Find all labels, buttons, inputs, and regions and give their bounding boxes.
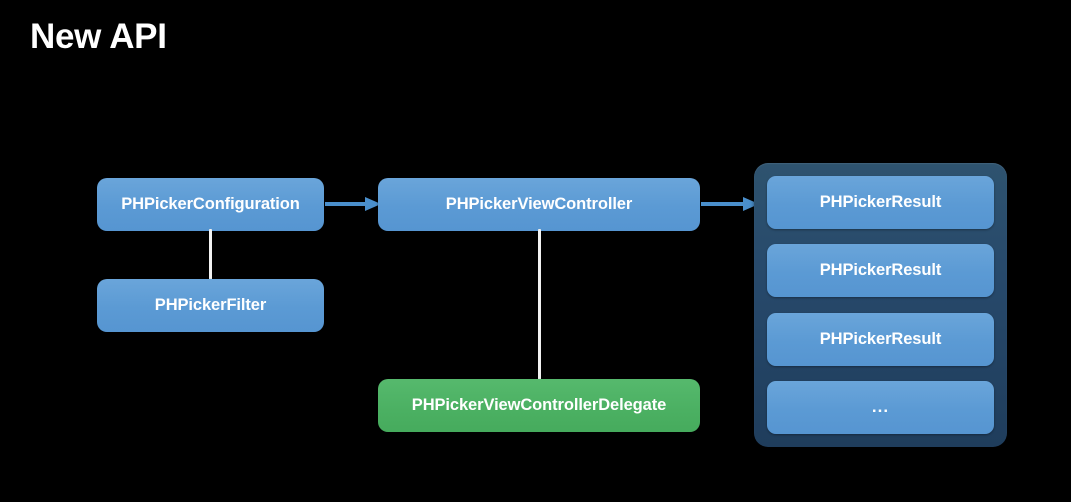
result-item[interactable]: PHPickerResult xyxy=(767,176,994,229)
result-item[interactable]: PHPickerResult xyxy=(767,312,994,366)
result-item[interactable]: PHPickerResult xyxy=(767,244,994,298)
arrow-configuration-to-viewcontroller xyxy=(325,197,381,211)
node-label: PHPickerViewControllerDelegate xyxy=(411,396,667,414)
node-phpickerviewcontroller[interactable]: PHPickerViewController xyxy=(378,178,700,231)
node-label: PHPickerFilter xyxy=(154,296,267,314)
node-phpickerviewcontrollerdelegate[interactable]: PHPickerViewControllerDelegate xyxy=(378,379,700,432)
node-label: PHPickerConfiguration xyxy=(121,195,300,213)
page-title: New API xyxy=(30,17,167,56)
result-item-ellipsis[interactable]: ... xyxy=(767,380,994,434)
node-label: PHPickerViewController xyxy=(445,195,633,213)
node-phpickerconfiguration[interactable]: PHPickerConfiguration xyxy=(97,178,324,231)
connector-viewcontroller-to-delegate xyxy=(538,229,541,381)
arrow-viewcontroller-to-results xyxy=(701,197,759,211)
node-phpickerfilter[interactable]: PHPickerFilter xyxy=(97,279,324,332)
connector-configuration-to-filter xyxy=(209,229,212,281)
results-container: PHPickerResult PHPickerResult PHPickerRe… xyxy=(754,163,1007,447)
